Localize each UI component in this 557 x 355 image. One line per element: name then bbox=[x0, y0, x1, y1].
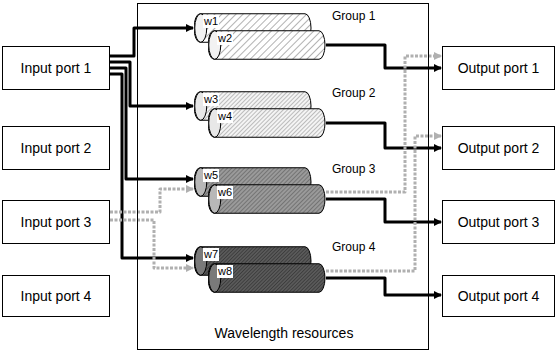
wavelength-label: w2 bbox=[217, 32, 233, 45]
signal-arrow bbox=[326, 136, 441, 271]
signal-arrow bbox=[110, 28, 193, 56]
port-label: Input port 4 bbox=[21, 288, 92, 304]
signal-arrow bbox=[326, 45, 441, 68]
wavelength-label: w5 bbox=[203, 169, 219, 182]
wavelength-cylinder: w2 bbox=[208, 30, 326, 60]
port-label: Output port 1 bbox=[458, 60, 540, 76]
signal-arrow bbox=[326, 199, 441, 222]
group-label: Group 3 bbox=[331, 162, 376, 176]
port-label: Output port 3 bbox=[458, 214, 540, 230]
port-box: Output port 3 bbox=[442, 200, 555, 244]
wavelength-cylinder: w4 bbox=[208, 108, 326, 138]
signal-arrow bbox=[110, 189, 193, 212]
wavelength-label: w3 bbox=[203, 93, 219, 106]
port-label: Input port 3 bbox=[21, 214, 92, 230]
signal-arrow bbox=[326, 278, 441, 295]
port-box: Input port 1 bbox=[2, 46, 110, 90]
signal-arrow bbox=[110, 74, 193, 258]
wavelength-label: w7 bbox=[203, 248, 219, 261]
port-label: Output port 4 bbox=[458, 288, 540, 304]
signal-arrow bbox=[110, 220, 193, 268]
port-box: Input port 2 bbox=[2, 126, 110, 170]
wavelength-label: w8 bbox=[217, 265, 233, 278]
port-box: Input port 4 bbox=[2, 275, 110, 317]
group-label: Group 4 bbox=[331, 240, 376, 254]
group-label: Group 1 bbox=[331, 9, 376, 23]
port-box: Output port 2 bbox=[442, 126, 555, 170]
group-label: Group 2 bbox=[331, 86, 376, 100]
port-label: Output port 2 bbox=[458, 140, 540, 156]
wavelength-label: w4 bbox=[217, 110, 233, 123]
port-label: Input port 1 bbox=[21, 60, 92, 76]
port-label: Input port 2 bbox=[21, 140, 92, 156]
port-box: Output port 4 bbox=[442, 275, 555, 317]
wavelength-cylinder: w6 bbox=[208, 184, 326, 214]
wavelength-label: w6 bbox=[217, 186, 233, 199]
box-title: Wavelength resources bbox=[215, 325, 354, 341]
port-box: Input port 3 bbox=[2, 200, 110, 244]
signal-arrow bbox=[326, 56, 441, 192]
port-box: Output port 1 bbox=[442, 46, 555, 90]
resource-box: Wavelength resources w1 w2 w3 w4 w5 w6 w7 w8 Grou… bbox=[137, 3, 429, 350]
wavelength-cylinder: w8 bbox=[208, 263, 326, 293]
signal-arrow bbox=[326, 123, 441, 148]
wavelength-label: w1 bbox=[203, 15, 219, 28]
